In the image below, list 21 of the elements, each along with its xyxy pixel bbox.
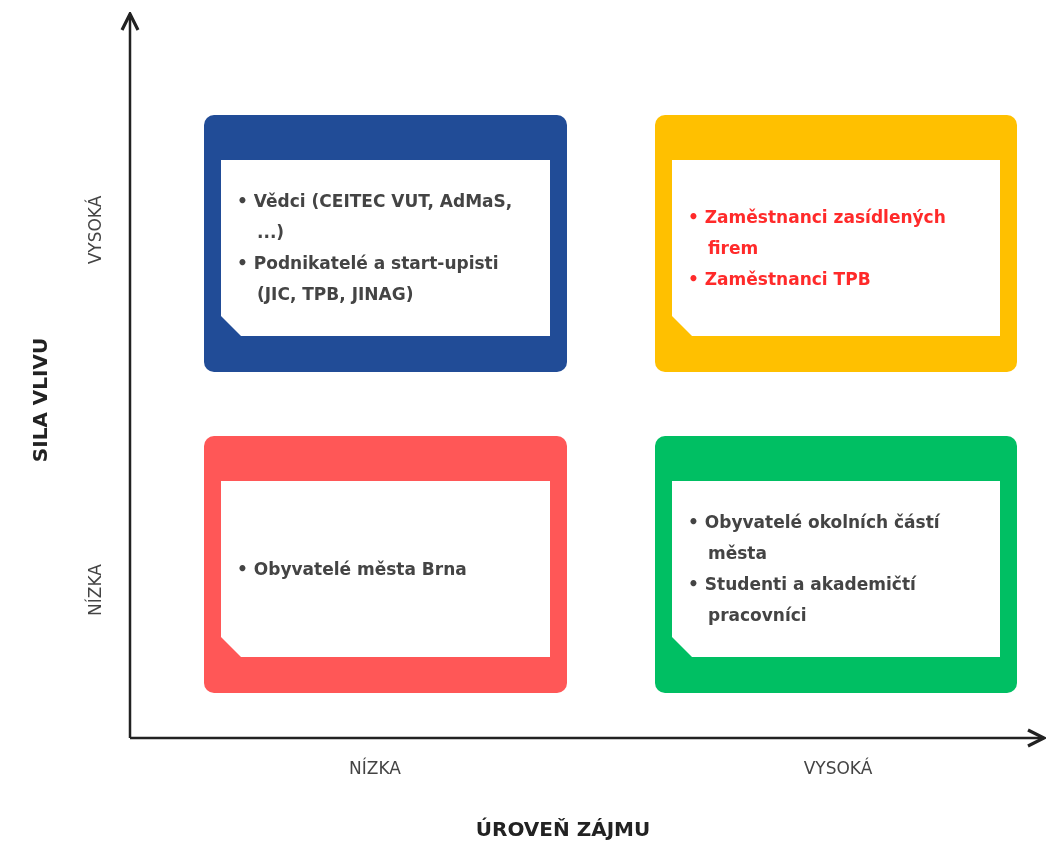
quadrant-box: [655, 436, 1017, 693]
bullet-item: • Zaměstnanci zasídlených firem: [688, 205, 947, 260]
axis-label: SILA VLIVU: [28, 337, 52, 463]
quadrant-box: [204, 115, 567, 372]
note-card: [672, 481, 1000, 657]
note-card: [672, 160, 1000, 336]
bullet-item: • Zaměstnanci TPB: [688, 267, 872, 291]
note-card: [221, 481, 550, 657]
axis-label: ÚROVEŇ ZÁJMU: [475, 817, 651, 841]
bullet-item: • Podnikatelé a start-upisti (JIC, TPB, JINAG): [237, 252, 500, 306]
bullet-item: • Studenti a akademičtí pracovníci: [688, 573, 918, 627]
axis-label: NÍZKA: [349, 758, 401, 778]
axis-label: VYSOKÁ: [85, 195, 105, 265]
quadrant-box: [655, 115, 1017, 372]
bullet-item: • Obyvatelé okolních částí města: [688, 511, 941, 565]
axis-label: VYSOKÁ: [803, 758, 873, 778]
bullet-item: • Obyvatelé města Brna: [237, 557, 467, 581]
axis-label: NÍZKA: [85, 564, 105, 616]
quadrant-box: [204, 436, 567, 693]
note-card: [221, 160, 550, 336]
bullet-item: • Vědci (CEITEC VUT, AdMaS, ...): [237, 190, 514, 244]
